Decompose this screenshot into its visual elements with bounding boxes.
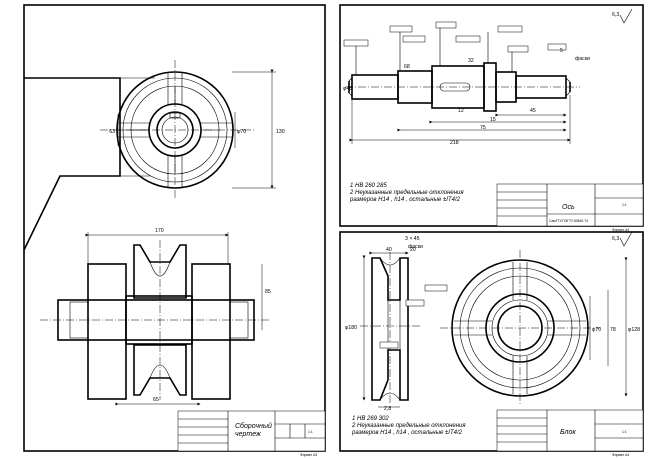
shaft-title-block: Ось 1:1 СамГТУ.ПЭГТУ.30840-74 Формат А4 xyxy=(496,183,644,232)
dim-63: 63 xyxy=(109,129,115,135)
shaft-title: Ось xyxy=(562,204,575,211)
shaft-dim-5: 5 xyxy=(560,48,563,54)
pulley-dim-180: φ180 xyxy=(345,325,357,331)
assembly-section-view: 170 85 65 xyxy=(40,228,271,406)
shaft-sheet: 6,3 φ48 xyxy=(339,4,644,232)
shaft-dim-75: 75 xyxy=(480,125,486,131)
assembly-title-line1: Сборочный xyxy=(235,422,272,430)
shaft-dim-32: 32 xyxy=(468,58,474,64)
shaft-chamfer: фаски xyxy=(575,56,590,62)
pulley-dim-128: φ128 xyxy=(628,327,640,333)
assembly-sheet: 63 φ70 130 170 xyxy=(23,4,326,457)
dim-130: 130 xyxy=(276,129,285,135)
pulley-chamfer: фаски xyxy=(408,244,423,250)
pulley-sheet: 6,3 40 20 3 × 45 фаски φ180 2,8 xyxy=(339,231,644,457)
shaft-note-1: 1 НВ 260 285 xyxy=(350,183,387,189)
dim-85: 85 xyxy=(265,289,271,295)
shaft-dim-68: 68 xyxy=(404,64,410,70)
shaft-dim-218: 218 xyxy=(450,140,459,146)
pulley-notes: 1 НВ 269 302 2 Неуказанные предельные от… xyxy=(351,416,466,436)
shaft-dim-12: 12 xyxy=(458,108,464,114)
assembly-format: Формат А3 xyxy=(300,453,317,457)
pulley-title-block: Блок 1:1 Формат А4 xyxy=(496,409,644,457)
shaft-note-3: размеров Н14 , h14 , остальные ±IT4/2 xyxy=(349,197,461,203)
pulley-dim-70: φ70 xyxy=(592,327,601,333)
pulley-dim-28: 2,8 xyxy=(384,406,391,412)
assembly-title-block: Сборочный чертеж 1:1 Формат А3 xyxy=(177,410,326,457)
pulley-frame xyxy=(339,231,644,452)
pulley-dim-20: 20 xyxy=(410,247,416,253)
pulley-section: 40 20 3 × 45 фаски φ180 2,8 xyxy=(345,236,448,412)
pulley-front-view: φ70 78 φ128 xyxy=(440,250,640,405)
pulley-dim-78: 78 xyxy=(610,327,616,333)
shaft-note-2: 2 Неуказанные предельные отклонения xyxy=(349,190,464,196)
assembly-top-view: 63 φ70 130 xyxy=(23,60,285,251)
shaft-dim-15: 15 xyxy=(490,117,496,123)
pulley-note-2: 2 Неуказанные предельные отклонения xyxy=(351,423,466,429)
shaft-roughness-value: 6,3 xyxy=(612,12,619,18)
pulley-format: Формат А4 xyxy=(612,453,629,457)
pulley-dim-40: 40 xyxy=(386,247,392,253)
shaft-format: Формат А4 xyxy=(612,228,629,232)
assembly-frame xyxy=(23,4,326,452)
shaft-frame xyxy=(339,4,644,227)
pulley-title: Блок xyxy=(560,429,576,436)
shaft-doc-code: СамГТУ.ПЭГТУ.30840-74 xyxy=(549,219,588,223)
assembly-scale: 1:1 xyxy=(308,430,313,434)
dim-65: 65 xyxy=(153,397,159,403)
dim-70: φ70 xyxy=(237,129,246,135)
dim-170: 170 xyxy=(155,228,164,234)
pulley-note-1: 1 НВ 269 302 xyxy=(352,416,389,422)
pulley-scale: 1:1 xyxy=(622,430,627,434)
pulley-note-3: размеров Н14 , h14 , остальные ±IT4/2 xyxy=(351,430,463,436)
pulley-roughness-value: 6,3 xyxy=(612,236,619,242)
shaft-dim-45: 45 xyxy=(530,108,536,114)
shaft-scale: 1:1 xyxy=(622,203,627,207)
shaft-roughness-mark: 6,3 xyxy=(612,8,633,24)
pulley-roughness-mark: 6,3 xyxy=(612,231,633,247)
assembly-title-line2: чертеж xyxy=(235,431,262,438)
shaft-drawing: φ48 68 32 12 45 15 75 2 xyxy=(343,21,590,146)
shaft-bore-label: φ48 xyxy=(343,86,352,92)
shaft-notes: 1 НВ 260 285 2 Неуказанные предельные от… xyxy=(349,183,464,203)
pulley-chamfer-label: 3 × 45 xyxy=(405,236,420,242)
